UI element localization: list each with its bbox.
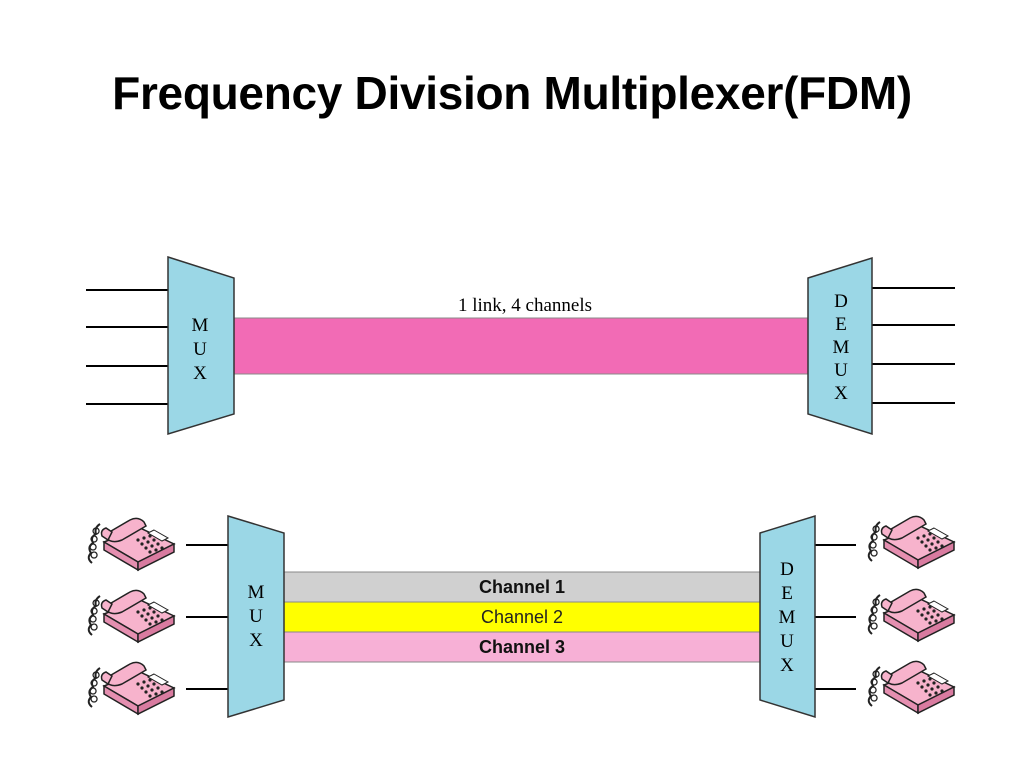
bottom-input-lines bbox=[186, 544, 228, 690]
top-mux-letter-x: X bbox=[193, 363, 207, 384]
slide-title: Frequency Division Multiplexer(FDM) bbox=[112, 67, 912, 119]
channel-1-band bbox=[283, 571, 761, 603]
top-link-label: 1 link, 4 channels bbox=[458, 295, 592, 316]
top-mux-letter-m: M bbox=[192, 315, 209, 336]
top-demux-letter-e: E bbox=[835, 314, 847, 335]
top-mux-letter-u: U bbox=[193, 339, 207, 360]
bottom-mux-letter-m: M bbox=[248, 582, 265, 603]
top-mux bbox=[167, 255, 235, 436]
bottom-mux-letter-u: U bbox=[249, 606, 263, 627]
bottom-demux-letter-m: M bbox=[779, 607, 796, 628]
telephone-icon bbox=[867, 660, 955, 714]
top-demux bbox=[807, 256, 873, 436]
top-output-lines bbox=[872, 287, 955, 404]
top-input-lines bbox=[86, 289, 168, 405]
bottom-demux-letter-e: E bbox=[781, 583, 793, 604]
top-demux-letter-u: U bbox=[834, 360, 848, 381]
bottom-diagram: Channel 1 Channel 2 Channel 3 M U X D E … bbox=[87, 514, 955, 719]
telephone-icon bbox=[867, 588, 955, 642]
bottom-demux-letter-x: X bbox=[780, 655, 794, 676]
bottom-demux-letter-u: U bbox=[780, 631, 794, 652]
channel-3-label: Channel 3 bbox=[479, 637, 565, 657]
bottom-demux-letter-d: D bbox=[780, 559, 794, 580]
bottom-mux bbox=[227, 514, 285, 719]
channel-2-label: Channel 2 bbox=[481, 607, 563, 627]
channel-1-label: Channel 1 bbox=[479, 577, 565, 597]
bottom-mux-letter-x: X bbox=[249, 630, 263, 651]
top-demux-letter-m: M bbox=[833, 337, 850, 358]
channel-2-band bbox=[283, 601, 761, 633]
channel-3-band bbox=[283, 631, 761, 663]
telephone-icon bbox=[867, 515, 955, 569]
telephone-icon bbox=[87, 589, 175, 643]
top-demux-letter-x: X bbox=[834, 383, 848, 404]
bottom-demux bbox=[759, 514, 816, 719]
telephone-icon bbox=[87, 661, 175, 715]
top-diagram: 1 link, 4 channels M U X D E M U X bbox=[86, 255, 955, 436]
telephone-icon bbox=[87, 517, 175, 571]
bottom-output-lines bbox=[815, 544, 856, 690]
top-demux-letter-d: D bbox=[834, 291, 848, 312]
top-link bbox=[233, 317, 809, 375]
